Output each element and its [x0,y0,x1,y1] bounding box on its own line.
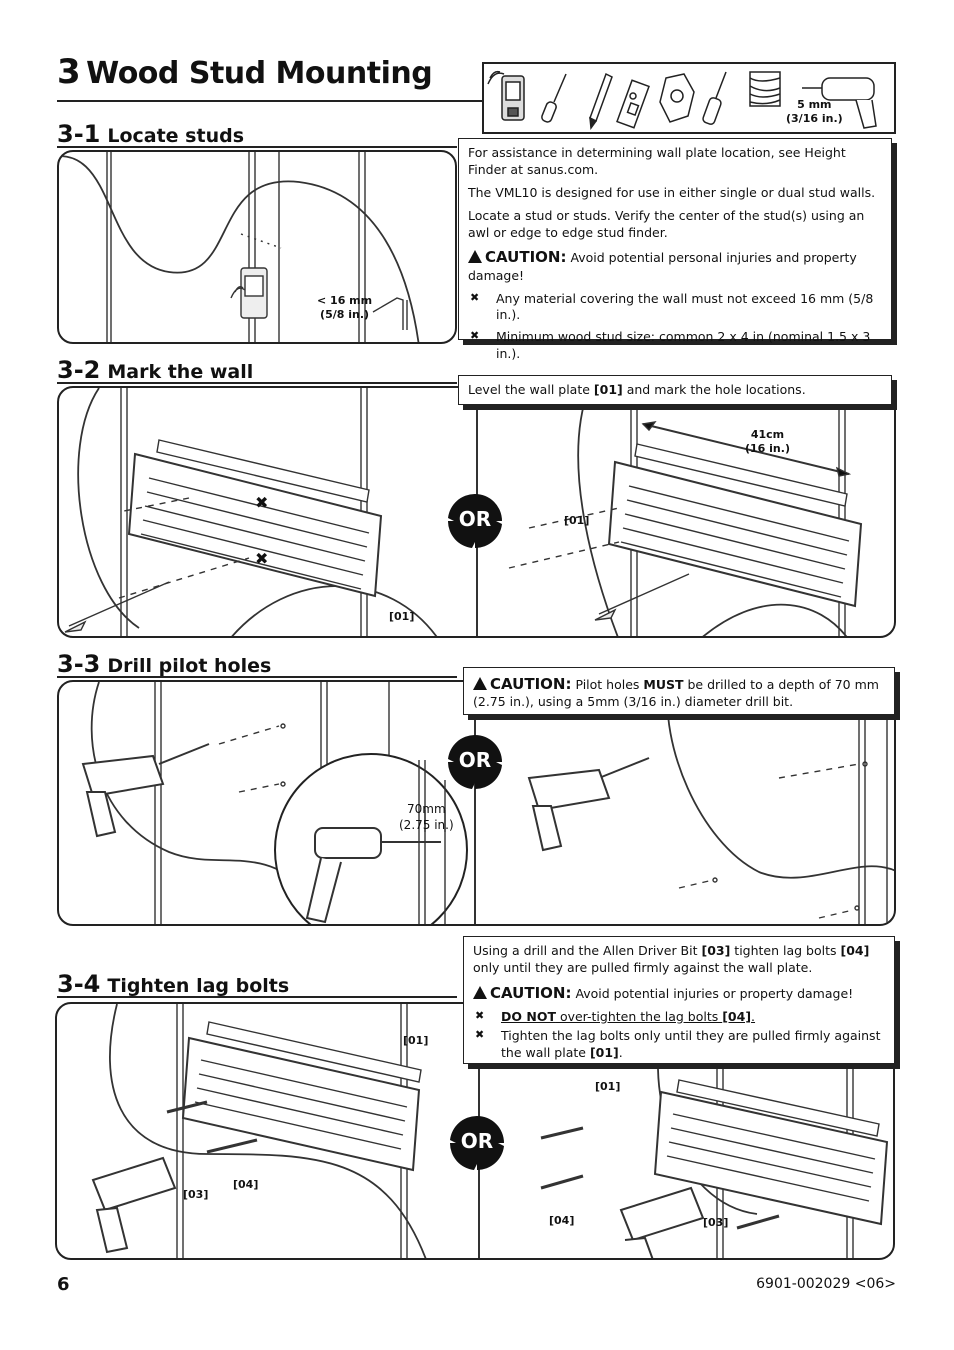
part-ref: [01] [593,382,623,397]
svg-text:✖: ✖ [255,549,268,568]
plate-callout: [01] [564,514,590,527]
svg-text:✖: ✖ [255,493,268,512]
caution-label: CAUTION: [490,983,572,1002]
page-number: 6 [57,1274,70,1295]
part-ref: [03] [701,943,731,958]
step-number: 3-4 [57,970,101,998]
or-label: OR [460,1129,494,1153]
drill-bit-size: 5 mm [797,98,832,111]
emphasis-text: MUST [643,677,684,692]
caution-label: CAUTION: [490,675,572,693]
tape-measure-icon [659,73,695,123]
list-item: ✖Minimum wood stud size: common 2 x 4 in… [470,329,871,362]
plate-callout: [01] [403,1034,429,1047]
step-3-3-instructions: CAUTION: Pilot holes MUST be drilled to … [463,667,895,715]
instruction-text: For assistance in determining wall plate… [468,145,846,177]
requirement-list: ✖Any material covering the wall must not… [468,291,882,364]
step-number: 3-1 [57,120,101,148]
or-label: OR [458,748,492,772]
instruction-text: Locate a stud or studs. Verify the cente… [468,207,865,240]
lag-bolt-callout: [04] [549,1214,575,1227]
title-rule [57,100,482,102]
caution-label: CAUTION: [485,248,567,267]
section-title: Wood Stud Mounting [86,56,433,91]
step-title: Drill pilot holes [107,655,272,677]
warning-icon [468,250,482,264]
allen-bit-callout: [03] [703,1216,729,1229]
bullet-icon: ✖ [475,1027,485,1041]
part-ref: [04] [840,943,870,958]
or-badge: OR [448,494,502,548]
step-3-3-illustration: 70mm (2.75 in.) [57,680,896,926]
or-badge: OR [448,735,502,789]
step-title: Locate studs [107,125,245,147]
allen-bit-callout: [03] [183,1188,209,1201]
instruction-text: The VML10 is designed for use in either … [468,184,876,200]
plate-callout: [01] [389,610,415,623]
drill-bit-size-in: (3/16 in.) [786,112,843,126]
step-3-2-instructions: Level the wall plate [01] and mark the h… [458,375,892,405]
section-number: 3 [57,52,81,92]
sound-icon [487,70,505,85]
bullet-icon: ✖ [470,290,480,304]
list-item: ✖DO NOT over-tighten the lag bolts [04]. [475,1009,756,1024]
or-label: OR [458,507,492,531]
stud-spacing-in: (16 in.) [745,442,790,456]
caution-note: CAUTION: Avoid potential injuries or pro… [473,983,885,1003]
wall-type-icon [749,71,781,107]
screwdriver-icon [702,71,727,125]
step-number: 3-3 [57,650,101,678]
covering-depth-in: (5/8 in.) [320,308,370,322]
step-3-4-heading: 3-4 Tighten lag bolts [57,970,289,998]
step-number: 3-2 [57,356,101,384]
required-tools-box: 5 mm (3/16 in.) [482,62,896,134]
document-code: 6901-002029 <06> [756,1276,896,1292]
list-item: ✖Any material covering the wall must not… [470,290,874,323]
step-3-1-instructions: For assistance in determining wall plate… [458,138,892,361]
drill-depth-in: (2.75 in.) [399,817,454,832]
lag-bolt-callout: [04] [233,1178,259,1191]
caution-text: Avoid potential personal injuries and pr… [468,250,857,283]
step-3-1-illustration: < 16 mm (5/8 in.) [57,150,457,344]
caution-note: CAUTION: Avoid potential personal injuri… [468,247,882,284]
bullet-icon: ✖ [475,1009,485,1022]
plate-callout: [01] [595,1080,621,1093]
level-icon [616,79,650,129]
drill-depth-mm: 70mm [407,802,446,816]
bullet-icon: ✖ [470,329,480,343]
stud-spacing-cm: 41cm [750,428,785,441]
warning-icon [473,985,487,999]
drill-icon [802,77,877,129]
awl-icon [541,73,567,123]
or-badge: OR [450,1116,504,1170]
drill-depth-detail [274,753,468,924]
caution-list: ✖DO NOT over-tighten the lag bolts [04].… [473,1009,885,1062]
step-3-3-heading: 3-3 Drill pilot holes [57,650,271,678]
step-title: Mark the wall [107,361,254,383]
stud-finder-icon [501,75,525,121]
list-item: ✖Tighten the lag bolts only until they a… [475,1027,881,1060]
step-3-1-heading: 3-1 Locate studs [57,120,244,148]
step-3-2-heading: 3-2 Mark the wall [57,356,253,384]
warning-icon [473,677,487,690]
step-title: Tighten lag bolts [107,975,290,997]
pencil-icon [589,72,613,131]
covering-depth-mm: < 16 mm [317,294,373,307]
step-3-4-instructions: Using a drill and the Allen Driver Bit [… [463,936,895,1064]
